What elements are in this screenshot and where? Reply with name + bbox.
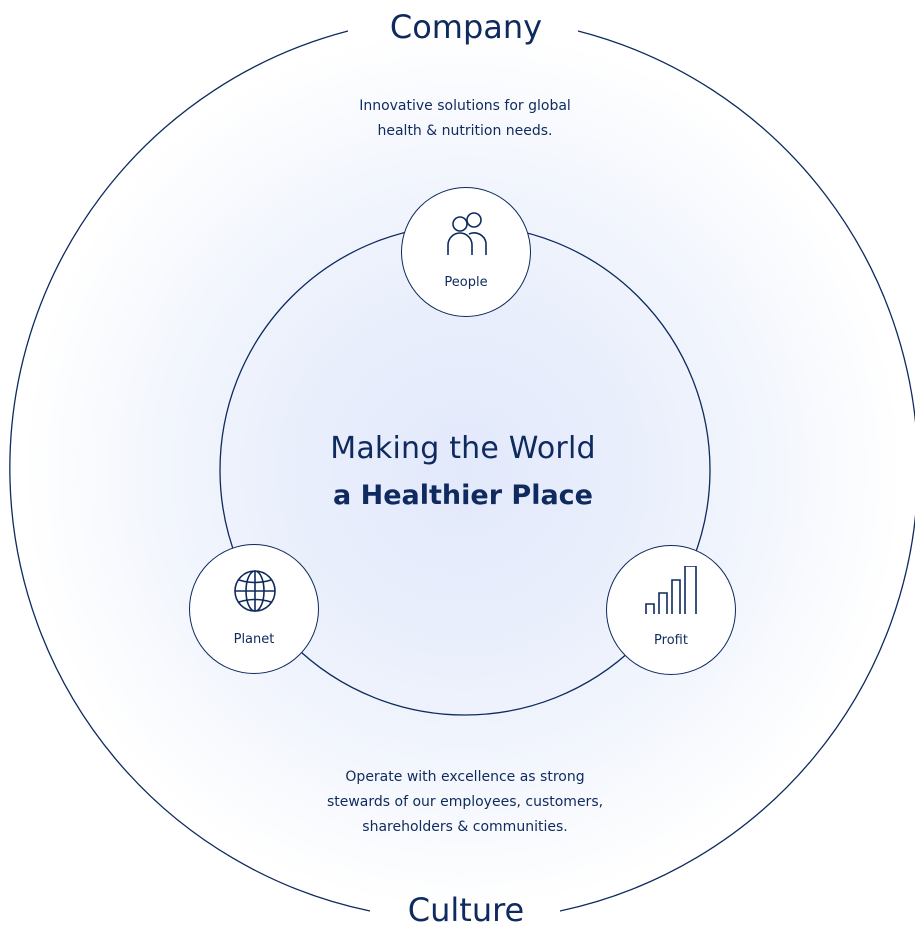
center-title-line2: a Healthier Place — [333, 480, 593, 511]
center-title-line1: Making the World — [330, 431, 596, 466]
pillar-label: Planet — [233, 632, 275, 647]
culture-description-line: Operate with excellence as strong — [345, 769, 585, 785]
company-description-line: Innovative solutions for global — [359, 98, 571, 114]
culture-description-line: stewards of our employees, customers, — [326, 794, 604, 810]
company-label: Company — [389, 8, 543, 46]
pillar-planet: Planet — [189, 544, 319, 674]
outer-ring — [9, 30, 371, 912]
culture-description-line: shareholders & communities. — [362, 819, 568, 835]
people-icon — [439, 208, 495, 264]
pillar-label: People — [444, 275, 488, 290]
pillar-label: Profit — [654, 633, 688, 648]
culture-description: Operate with excellence as strong stewar… — [270, 765, 660, 840]
culture-label: Culture — [407, 891, 525, 928]
company-description: Innovative solutions for global health &… — [300, 94, 630, 144]
globe-icon — [227, 565, 283, 621]
pillar-people: People — [401, 187, 531, 317]
center-title: Making the World a Healthier Place — [238, 428, 688, 518]
outer-ring — [559, 30, 915, 912]
bar-chart-icon — [644, 566, 700, 622]
pillar-profit: Profit — [606, 545, 736, 675]
company-description-line: health & nutrition needs. — [377, 123, 553, 139]
